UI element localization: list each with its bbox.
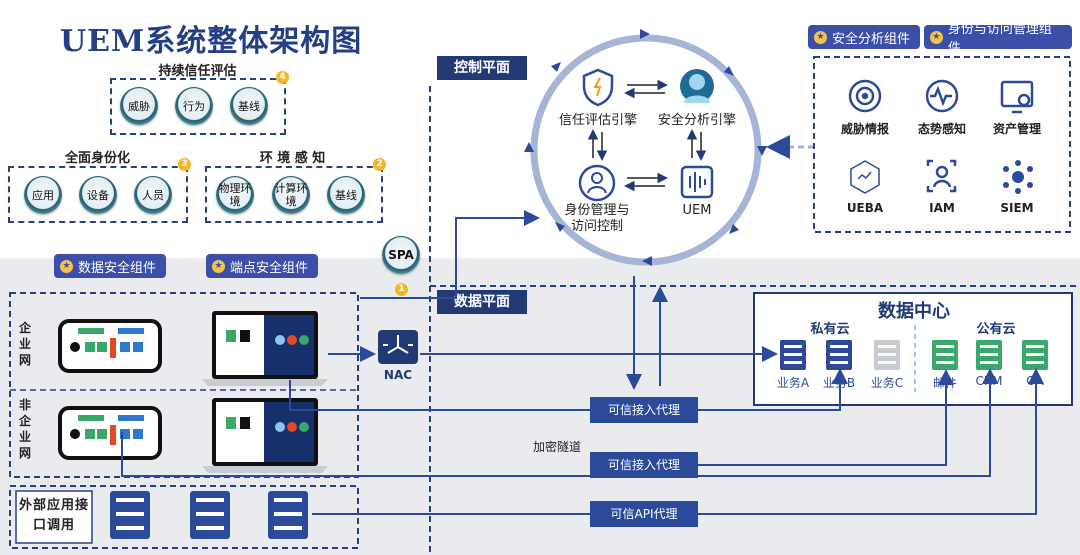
private-servers <box>780 340 900 370</box>
access-proxy-2[interactable]: 可信接入代理 <box>590 452 698 478</box>
compute-env-node: 计算环境 <box>272 176 310 214</box>
external-servers <box>110 491 308 539</box>
threat-intel-label: 威胁情报 <box>840 122 889 136</box>
service-c-label: 业务C <box>870 376 904 390</box>
identity-group-label: 全面身份化 <box>64 151 130 166</box>
data-plane-label: 数据平面 <box>437 290 527 314</box>
loop-arrow <box>640 29 650 39</box>
phone-enterprise <box>58 319 162 373</box>
behavior-node: 行为 <box>175 87 213 125</box>
star-icon: ★ <box>930 30 943 44</box>
badge-4: 4 <box>276 71 289 84</box>
uem-label: UEM <box>682 203 712 218</box>
badge-2: 2 <box>373 158 386 171</box>
star-icon: ★ <box>814 30 827 44</box>
external-box <box>9 485 359 549</box>
endpoint-security-chip[interactable]: ★端点安全组件 <box>206 254 318 278</box>
asset-mgmt-label: 资产管理 <box>992 122 1041 136</box>
laptop-enterprise <box>202 311 328 386</box>
person-node: 人员 <box>134 176 172 214</box>
trust-engine-label: 信任评估引擎 <box>558 113 637 128</box>
continuous-trust-group <box>110 78 286 135</box>
iam-icon <box>926 159 957 193</box>
identity-group <box>8 166 188 223</box>
env-group-label: 环 境 感 知 <box>259 151 326 166</box>
uem-icon <box>680 165 714 199</box>
page-title: UEM系统整体架构图 <box>60 24 363 59</box>
loop-arrow <box>524 142 534 152</box>
env-baseline-node: 基线 <box>327 176 365 214</box>
datacenter-title: 数据中心 <box>878 301 950 322</box>
siem-icon <box>1003 160 1033 194</box>
analysis-tools-box <box>813 56 1071 233</box>
asset-mgmt-icon <box>1000 80 1034 114</box>
spa-node: SPA <box>382 236 420 274</box>
loop-arrow <box>555 222 565 232</box>
public-cloud-label: 公有云 <box>976 322 1016 337</box>
app-node: 应用 <box>24 176 62 214</box>
threat-node: 威胁 <box>120 87 158 125</box>
analysis-engine-label: 安全分析引擎 <box>657 113 736 128</box>
public-servers <box>932 340 1048 370</box>
continuous-trust-label: 持续信任评估 <box>158 64 237 79</box>
service-a-label: 业务A <box>776 376 810 390</box>
data-security-chip[interactable]: ★数据安全组件 <box>54 254 166 278</box>
tunnel-label: 加密隧道 <box>532 440 581 454</box>
star-icon: ★ <box>60 259 73 273</box>
mail-label: 邮件 <box>932 376 957 390</box>
loop-arrow <box>757 146 767 156</box>
physical-env-node: 物理环境 <box>216 176 254 214</box>
loop-arrow <box>551 62 561 72</box>
siem-label: SIEM <box>1000 201 1034 215</box>
ueba-label: UEBA <box>846 201 884 215</box>
access-proxy-1[interactable]: 可信接入代理 <box>590 397 698 423</box>
situation-icon <box>925 79 959 113</box>
control-plane-label: 控制平面 <box>437 56 527 80</box>
analysis-engine-icon <box>680 69 714 103</box>
badge-1: 1 <box>395 283 408 296</box>
datacenter-box <box>753 292 1073 406</box>
baseline-node: 基线 <box>230 87 268 125</box>
star-icon: ★ <box>212 259 225 273</box>
trust-engine-icon <box>582 68 614 107</box>
api-proxy[interactable]: 可信API代理 <box>590 501 698 527</box>
enterprise-net-label: 企业网 <box>18 321 31 367</box>
nac-icon <box>378 330 418 364</box>
device-node: 设备 <box>79 176 117 214</box>
nac-label: NAC <box>383 368 413 382</box>
identity-access-chip[interactable]: ★身份与访问管理组件 <box>924 22 1072 56</box>
identity-engine-label: 身份管理与访问控制 <box>564 203 630 234</box>
laptop-non-enterprise <box>202 398 328 473</box>
ueba-icon <box>850 160 880 194</box>
crm-label: CRM <box>975 374 1003 388</box>
loop-arrow <box>724 66 734 76</box>
private-cloud-label: 私有云 <box>810 322 850 337</box>
service-b-label: 业务B <box>822 376 856 390</box>
oa-label: OA <box>1026 374 1044 388</box>
badge-3: 3 <box>178 158 191 171</box>
threat-intel-icon <box>848 79 882 113</box>
identity-engine-icon <box>578 164 616 202</box>
situation-label: 态势感知 <box>917 122 966 136</box>
external-api-label: 外部应用接口调用 <box>18 498 89 533</box>
phone-non-enterprise <box>58 406 162 460</box>
loop-arrow <box>642 256 652 266</box>
iam-label: IAM <box>929 201 955 215</box>
loop-arrow <box>729 224 739 234</box>
env-group <box>205 166 383 223</box>
security-analysis-chip[interactable]: ★安全分析组件 <box>808 25 920 49</box>
non-enterprise-net-label: 非企业网 <box>18 398 31 460</box>
